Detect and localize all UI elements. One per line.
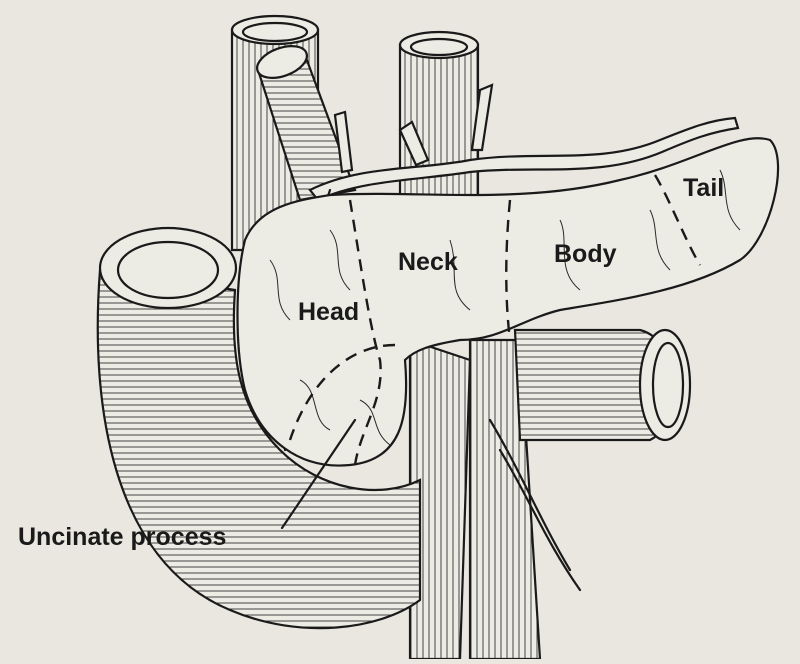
- label-body: Body: [554, 240, 617, 268]
- label-neck: Neck: [398, 248, 458, 276]
- duodenum: [96, 226, 422, 630]
- label-head: Head: [298, 298, 359, 326]
- pancreas: [236, 137, 780, 467]
- label-tail: Tail: [683, 174, 724, 202]
- portal-vein: [256, 45, 357, 202]
- label-uncinate-process: Uncinate process: [18, 523, 226, 551]
- jejunum: [513, 328, 692, 442]
- uncinate-leader-line: [280, 418, 357, 530]
